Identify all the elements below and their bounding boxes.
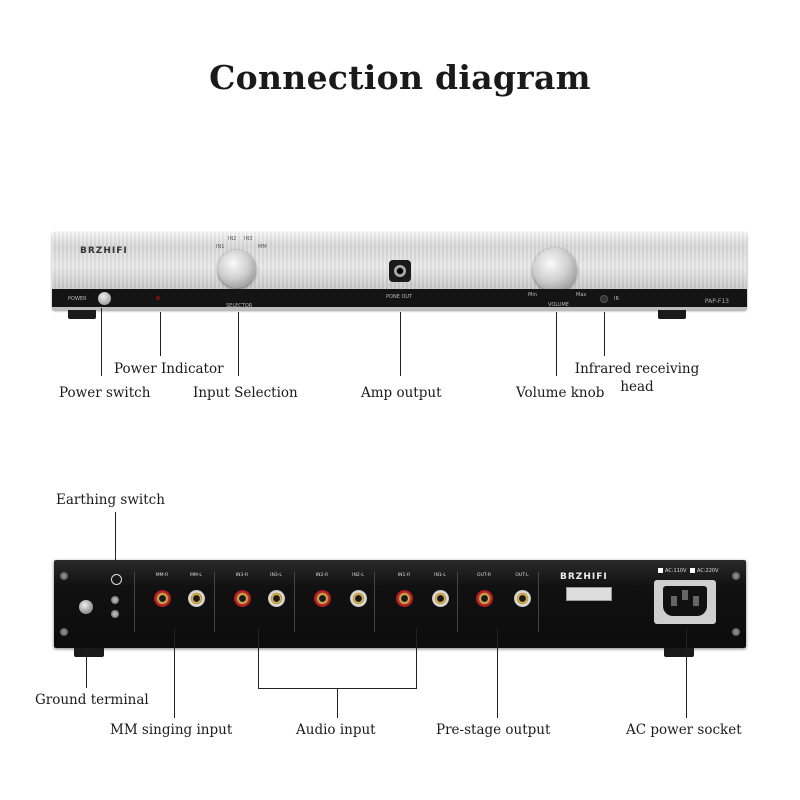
earthing-switch[interactable] — [111, 596, 119, 604]
screw-icon — [60, 572, 68, 580]
leader-mm-input — [174, 628, 175, 718]
input-selector-knob[interactable] — [218, 250, 256, 288]
rca-label-in3-r: IN3-R — [235, 573, 249, 578]
leader-ground-terminal — [86, 648, 87, 688]
label-mm-input: MM singing input — [110, 722, 233, 738]
pone-out-text: PONE OUT — [386, 294, 413, 300]
diagram-title: Connection diagram — [209, 58, 591, 97]
rca-label-in2-r: IN2-R — [315, 573, 329, 578]
rca-jack-in1-r[interactable] — [396, 590, 413, 607]
label-input-selection: Input Selection — [193, 385, 298, 401]
ac-220-indicator: AC:220V — [690, 568, 718, 574]
selector-text: SELECTOR — [226, 303, 253, 309]
front-control-strip — [52, 289, 747, 307]
label-audio-input: Audio input — [296, 722, 376, 738]
volume-knob[interactable] — [533, 248, 577, 292]
rear-divider — [538, 572, 539, 632]
ac-110-indicator: AC:110V — [658, 568, 686, 574]
rca-label-mm-r: MM-R — [155, 573, 169, 578]
label-pre-stage-output: Pre-stage output — [436, 722, 551, 738]
leader-earthing-switch — [115, 512, 116, 574]
infrared-receiver — [600, 295, 608, 303]
rca-jack-out-l[interactable] — [514, 590, 531, 607]
front-brand-logo: BRZHIFI — [80, 246, 128, 256]
headphone-jack[interactable] — [389, 260, 411, 282]
label-infrared-line2: head — [620, 379, 654, 395]
rear-divider — [457, 572, 458, 632]
selector-mark-in3: IN3 — [244, 236, 253, 242]
leader-power-switch — [101, 308, 102, 376]
power-text: POWER — [68, 296, 87, 302]
rear-panel: MM-R MM-L IN3-R IN3-L IN2-R IN2-L IN1-R IN1-L OU… — [54, 560, 746, 648]
label-infrared-line1: Infrared receiving — [574, 361, 700, 377]
warning-sticker — [566, 587, 612, 601]
rca-label-in3-l: IN3-L — [270, 573, 282, 578]
rear-brand-logo: BRZHIFI — [560, 572, 608, 582]
label-ground-terminal: Ground terminal — [35, 692, 149, 708]
earthing-screw-icon — [111, 610, 119, 618]
ac-power-socket[interactable] — [654, 580, 716, 624]
screw-icon — [60, 628, 68, 636]
screw-icon — [732, 572, 740, 580]
ground-terminal-post[interactable] — [79, 600, 93, 614]
selector-mark-mm: MM — [258, 244, 267, 250]
rca-jack-in3-l[interactable] — [268, 590, 285, 607]
earth-symbol-icon — [111, 574, 122, 585]
rca-label-mm-l: MM-L — [190, 573, 202, 578]
rca-jack-mm-l[interactable] — [188, 590, 205, 607]
screw-icon — [732, 628, 740, 636]
leader-pre-stage-output — [497, 628, 498, 718]
front-foot-right — [658, 310, 686, 319]
rca-jack-in2-r[interactable] — [314, 590, 331, 607]
label-volume-knob: Volume knob — [516, 385, 605, 401]
label-earthing-switch: Earthing switch — [56, 492, 165, 508]
leader-amp-output — [400, 312, 401, 376]
rca-jack-mm-r[interactable] — [154, 590, 171, 607]
label-power-indicator: Power Indicator — [114, 361, 224, 377]
volume-min-text: Min — [528, 292, 537, 298]
label-ac-power-socket: AC power socket — [626, 722, 742, 738]
volume-text: VOLUME — [548, 302, 569, 308]
rear-divider — [134, 572, 135, 632]
power-indicator-led — [156, 296, 160, 300]
leader-audio-input — [337, 688, 338, 718]
leader-infrared — [604, 312, 605, 356]
leader-audio-in1 — [416, 628, 417, 688]
rca-label-in2-l: IN2-L — [352, 573, 364, 578]
rear-divider — [374, 572, 375, 632]
label-amp-output: Amp output — [361, 385, 442, 401]
leader-volume-knob — [556, 312, 557, 376]
leader-audio-in3 — [258, 628, 259, 688]
rca-label-in1-r: IN1-R — [397, 573, 411, 578]
volume-max-text: Max — [576, 292, 587, 298]
model-number: PAP-F13 — [704, 298, 729, 305]
power-switch-button[interactable] — [98, 292, 111, 305]
leader-ac-power-socket — [686, 628, 687, 718]
rear-foot-left — [74, 648, 104, 657]
front-panel: BRZHIFI IN1 IN2 IN3 MM POWER SELECTOR PO… — [52, 232, 747, 310]
rca-jack-in1-l[interactable] — [432, 590, 449, 607]
rca-jack-in3-r[interactable] — [234, 590, 251, 607]
rear-divider — [214, 572, 215, 632]
rear-foot-right — [664, 648, 694, 657]
selector-mark-in2: IN2 — [228, 236, 237, 242]
rear-divider — [294, 572, 295, 632]
selector-mark-in1: IN1 — [216, 244, 225, 250]
rca-jack-out-r[interactable] — [476, 590, 493, 607]
label-power-switch: Power switch — [59, 385, 151, 401]
ir-text: IR — [614, 296, 619, 302]
leader-input-selection — [238, 312, 239, 376]
rca-jack-in2-l[interactable] — [350, 590, 367, 607]
front-foot-left — [68, 310, 96, 319]
rca-label-in1-l: IN1-L — [434, 573, 446, 578]
front-bevel — [52, 307, 747, 310]
leader-power-indicator — [160, 312, 161, 356]
rca-label-out-l: OUT-L — [515, 573, 529, 578]
rca-label-out-r: OUT-R — [477, 573, 491, 578]
